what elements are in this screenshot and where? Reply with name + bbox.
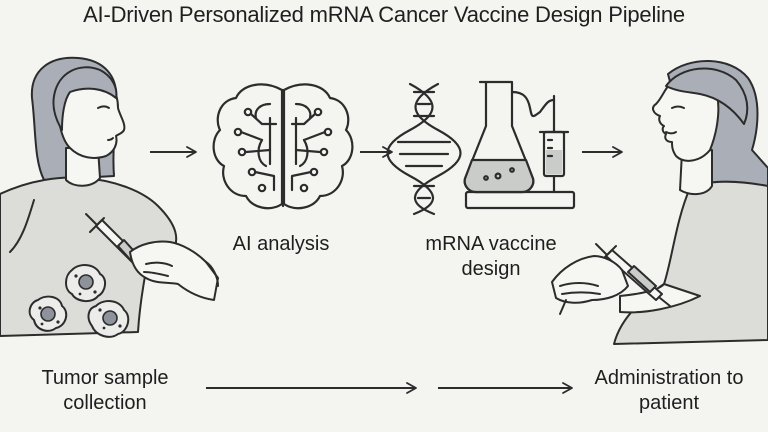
step-label-administration: Administration to patient — [594, 367, 744, 414]
dna-flask-syringe-icon — [386, 80, 576, 216]
patient-receiving-injection-icon — [551, 60, 768, 345]
step-label-ai-analysis: AI analysis — [232, 233, 330, 255]
circuit-brain-icon — [212, 83, 354, 210]
step-label-tumor-sample: Tumor sample collection — [41, 367, 169, 414]
step-label-mrna-design: mRNA vaccine design — [425, 233, 557, 280]
diagram-title: AI-Driven Personalized mRNA Cancer Vacci… — [83, 2, 685, 27]
patient-with-syringe-and-cells-icon — [0, 56, 219, 338]
